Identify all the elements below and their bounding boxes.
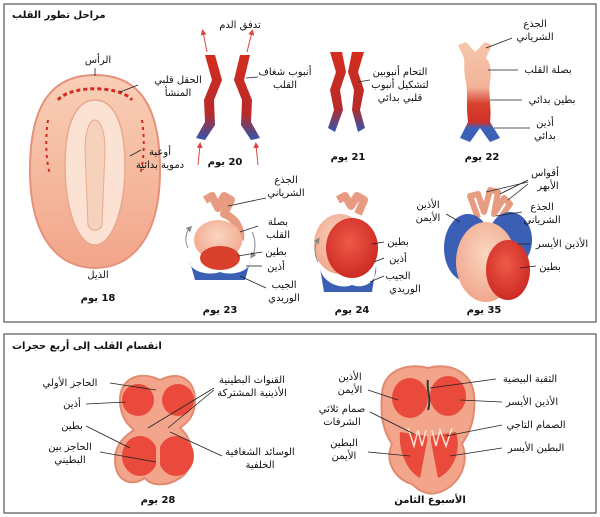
week8-tricuspid-label-2: الشرفات xyxy=(323,417,361,428)
day21-fusion-label-1: التحام أنبوبين xyxy=(373,65,428,78)
day35-arches-label-1: أقواس xyxy=(531,166,559,179)
day22-atrium-label-1: أذين xyxy=(536,116,554,129)
day24-ventricle-label: بطين xyxy=(387,237,409,248)
week8-mitral-label: الصمام التاجي xyxy=(506,420,565,431)
week8-tricuspid-label-1: صمام ثلاثي xyxy=(319,404,366,415)
day24-atrium-label: أذين xyxy=(389,252,407,265)
day23-caption: 23 يوم xyxy=(203,305,238,316)
day22-trunk-label-1: الجذع xyxy=(523,19,547,30)
week8-left-atrium-label: الأذين الأيسر xyxy=(505,395,558,408)
day22-ventricle-label: بطين بدائي xyxy=(529,95,576,106)
week8-heart-section xyxy=(380,365,476,495)
day35-arches-label-2: الأبهر xyxy=(536,179,558,192)
day21-tube xyxy=(328,52,365,132)
day28-atrium-label: أذين xyxy=(63,397,81,410)
day23-trunk-label-2: الشرياني xyxy=(267,188,304,199)
day20-folds-label-1: أنبوب شغاف xyxy=(259,65,312,78)
day35-trunk-label-1: الجذع xyxy=(530,202,554,213)
day23-trunk-label-1: الجذع xyxy=(274,175,298,186)
top-panel-frame xyxy=(3,3,597,323)
day20-folds-label-2: القلب xyxy=(273,80,297,91)
week8-right-atrium-label-2: الأيمن xyxy=(338,383,363,396)
week8-right-ventricle-label-1: البطين xyxy=(330,438,358,449)
day28-septum-primum-label: الحاجز الأولي xyxy=(43,376,98,389)
day23-ventricle-label: بطين xyxy=(265,247,287,258)
day20-caption: 20 يوم xyxy=(208,157,243,168)
day35-ventricle-label: بطين xyxy=(539,262,561,273)
day28-cushions-label-2: الخلفية xyxy=(245,460,274,471)
day28-av-canal-label-2: الأذينية المشتركة xyxy=(217,386,286,399)
day18-tail-label: الذيل xyxy=(87,270,108,281)
day18-caption: 18 يوم xyxy=(81,293,116,304)
day35-right-atrium-label-1: الأذين xyxy=(416,198,439,211)
day28-iv-septum-label-2: البطيني xyxy=(54,455,85,466)
day28-heart-section xyxy=(113,374,197,486)
week8-right-ventricle-label-2: الأيمن xyxy=(332,449,357,462)
day18-field-label-1: الحقل قلبي xyxy=(154,75,202,86)
day28-cushions-label-1: الوسائد الشغافية xyxy=(225,447,294,458)
day22-caption: 22 يوم xyxy=(465,152,500,163)
day20-flow-label: تدفق الدم xyxy=(219,20,261,31)
day35-heart xyxy=(444,187,532,302)
day35-right-atrium-label-2: الأيمن xyxy=(416,211,441,224)
day24-sinus-label-2: الوريدي xyxy=(389,284,421,295)
bottom-panel-title: انقسام القلب إلى أربع حجرات xyxy=(12,339,162,352)
day20-tubes xyxy=(196,29,260,166)
day28-caption: 28 يوم xyxy=(141,495,176,506)
day23-heart xyxy=(185,192,257,280)
day22-trunk-label-2: الشرياني xyxy=(516,32,553,43)
day23-sinus-label-2: الوريدي xyxy=(268,293,300,304)
day18-field-label-2: المنشأ xyxy=(165,85,192,99)
day18-head-label: الرأس xyxy=(85,53,111,66)
day28-av-canal-label-1: القنوات البطينية xyxy=(219,375,285,386)
day22-bulb-label: بصلة القلب xyxy=(524,65,571,76)
day24-heart xyxy=(313,192,378,292)
week8-left-ventricle-label: البطين الأيسر xyxy=(507,441,565,454)
day24-sinus-label-1: الجيب xyxy=(385,271,410,282)
day21-fusion-label-2: لتشكيل أنبوب xyxy=(371,78,428,91)
day22-atrium-label-2: بدائي xyxy=(534,131,556,142)
week8-caption: الأسبوع الثامن xyxy=(394,493,466,506)
day24-caption: 24 يوم xyxy=(335,305,370,316)
week8-right-atrium-label-1: الأذين xyxy=(338,370,361,383)
day23-bulb-label-1: بصلة xyxy=(268,217,288,228)
day35-caption: 35 يوم xyxy=(467,305,502,316)
top-panel-title: مراحل تطور القلب xyxy=(12,10,106,21)
week8-foramen-ovale-label: الثقبة البيضية xyxy=(503,374,557,385)
day35-trunk-label-2: الشرياني xyxy=(523,215,560,226)
day28-iv-septum-label-1: الحاجز بين xyxy=(48,442,92,453)
day35-left-atrium-label: الأذين الأيسر xyxy=(535,237,588,250)
bottom-panel-frame xyxy=(3,333,597,514)
day28-ventricle-label: بطين xyxy=(61,421,83,432)
day18-vessels-label-1: أوعية xyxy=(149,145,171,158)
day23-atrium-label: أذين xyxy=(267,260,285,273)
day22-heart xyxy=(458,42,500,142)
day18-vessels-label-2: دموية بدائية xyxy=(136,160,184,171)
day21-caption: 21 يوم xyxy=(331,152,366,163)
day23-bulb-label-2: القلب xyxy=(266,230,290,241)
day18-embryo xyxy=(28,73,162,270)
day23-sinus-label-1: الجيب xyxy=(271,280,296,291)
day21-fusion-label-3: قلبي بدائي xyxy=(378,93,423,104)
